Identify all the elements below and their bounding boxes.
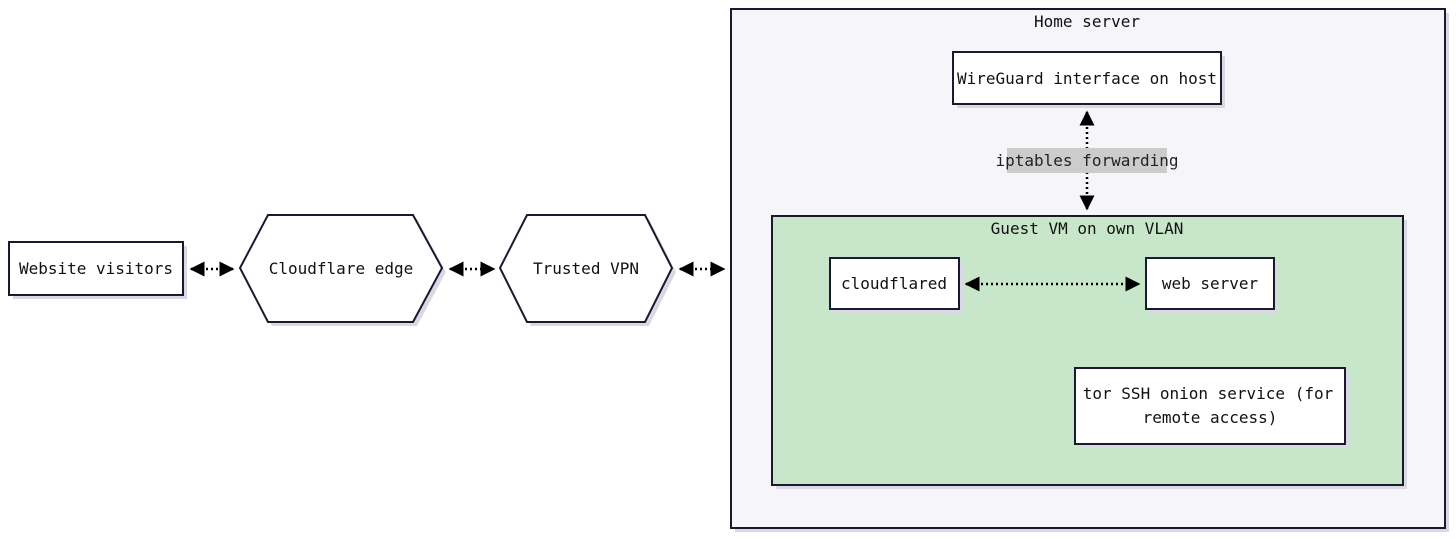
wireguard-label: WireGuard interface on host — [957, 69, 1217, 88]
node-wireguard: WireGuard interface on host — [952, 51, 1225, 108]
tor-ssh-label-line1: tor SSH onion service (for — [1083, 384, 1334, 403]
guest-vm-label: Guest VM on own VLAN — [991, 219, 1184, 238]
node-website-visitors: Website visitors — [8, 241, 187, 299]
node-web-server: web server — [1145, 257, 1278, 313]
trusted-vpn-label: Trusted VPN — [533, 259, 639, 278]
cloudflared-label: cloudflared — [841, 274, 947, 293]
edge-label-iptables: iptables forwarding — [995, 148, 1179, 173]
tor-ssh-label-line2: remote access) — [1143, 408, 1278, 427]
node-cloudflare-edge: Cloudflare edge — [238, 214, 446, 326]
node-tor-ssh: tor SSH onion service (for remote access… — [1074, 367, 1349, 448]
guest-vm-group: Guest VM on own VLAN — [771, 215, 1407, 489]
website-visitors-label: Website visitors — [19, 259, 173, 278]
edge-label-background — [1007, 148, 1167, 173]
iptables-label: iptables forwarding — [995, 151, 1178, 170]
web-server-label: web server — [1162, 274, 1259, 293]
node-trusted-vpn: Trusted VPN — [498, 214, 676, 326]
home-server-label: Home server — [1034, 12, 1140, 31]
node-cloudflared: cloudflared — [829, 257, 963, 313]
cloudflare-edge-label: Cloudflare edge — [269, 259, 414, 278]
